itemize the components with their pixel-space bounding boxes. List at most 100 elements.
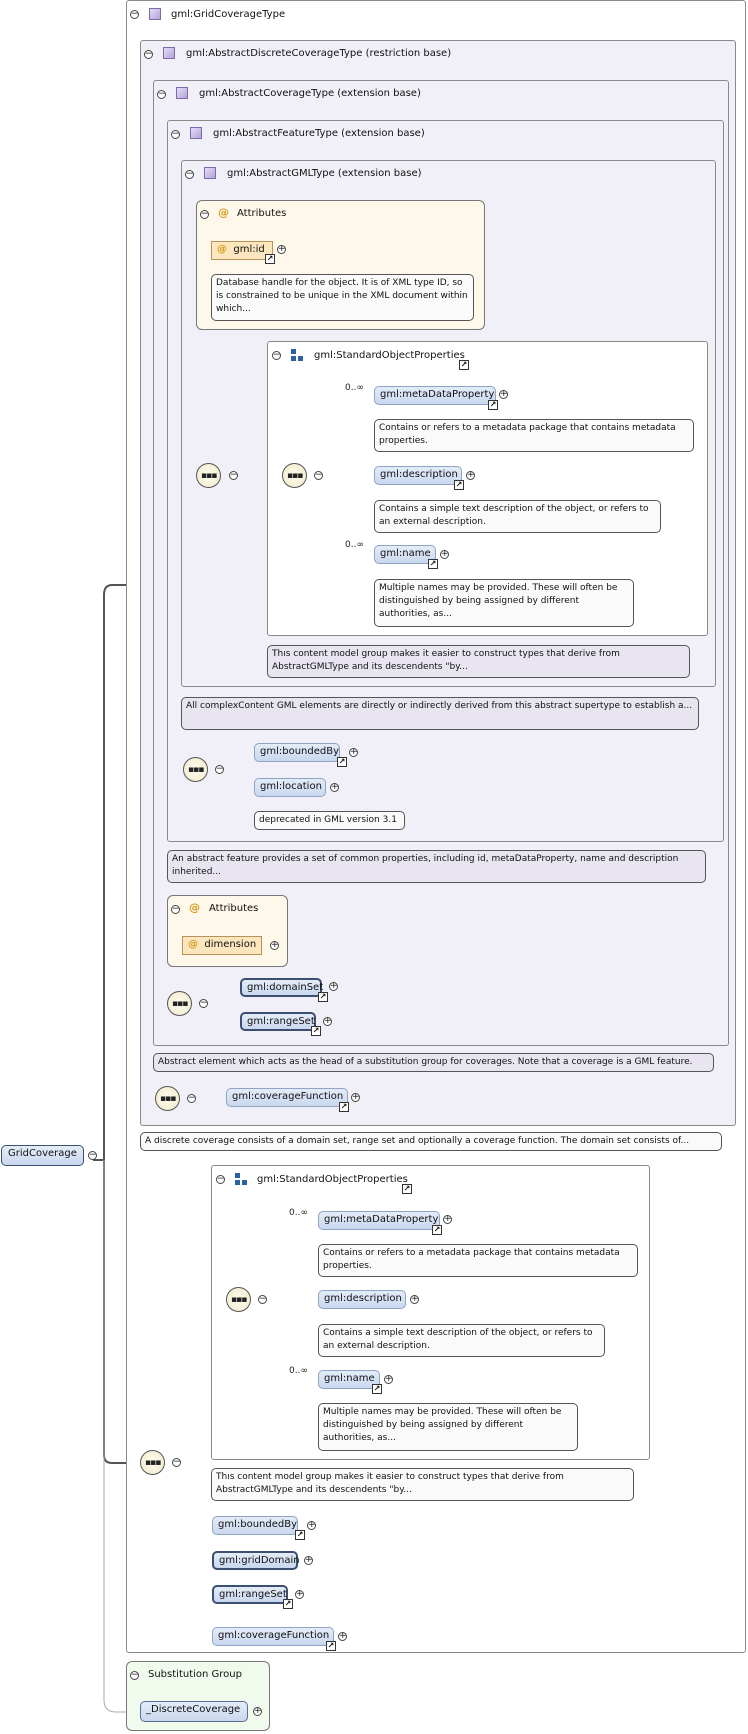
collapse-icon[interactable]: − [171, 904, 180, 914]
reference-arrow-icon[interactable]: ↗ [372, 1384, 382, 1394]
element-metaDataProperty[interactable]: gml:metaDataProperty [318, 1211, 440, 1230]
element-description[interactable]: gml:description [374, 466, 462, 485]
collapse-icon[interactable]: − [314, 470, 323, 480]
reference-arrow-icon[interactable]: ↗ [318, 992, 328, 1002]
element-metaDataProperty[interactable]: gml:metaDataProperty [374, 386, 496, 405]
reference-arrow-icon[interactable]: ↗ [339, 1102, 349, 1112]
reference-arrow-icon[interactable]: ↗ [428, 559, 438, 569]
element-name[interactable]: gml:name [318, 1370, 380, 1389]
element-boundedBy[interactable]: gml:boundedBy [212, 1516, 298, 1535]
reference-arrow-icon[interactable]: ↗ [402, 1184, 412, 1194]
collapse-icon[interactable]: − [187, 1093, 196, 1103]
element-gridDomain[interactable]: gml:gridDomain [212, 1551, 300, 1570]
collapse-icon[interactable]: − [171, 129, 180, 139]
attribute-gml-id[interactable]: @ gml:id [211, 241, 273, 260]
expand-icon[interactable]: + [338, 1631, 347, 1641]
collapse-icon[interactable]: − [144, 49, 153, 59]
reference-arrow-icon[interactable]: ↗ [326, 1641, 336, 1651]
expand-icon[interactable]: + [277, 244, 286, 254]
collapse-icon[interactable]: − [185, 169, 194, 179]
sequence-icon[interactable]: ▪▪▪ [196, 463, 221, 488]
element-description[interactable]: gml:description [318, 1290, 406, 1309]
element-coverageFunction[interactable]: gml:coverageFunction [226, 1088, 348, 1107]
element-boundedBy[interactable]: gml:boundedBy [254, 743, 340, 762]
sequence-icon[interactable]: ▪▪▪ [140, 1450, 165, 1475]
annotation-metaDataProperty: Contains or refers to a metadata package… [318, 1244, 638, 1277]
expand-icon[interactable]: + [410, 1294, 419, 1304]
collapse-icon[interactable]: − [88, 1150, 97, 1160]
reference-arrow-icon[interactable]: ↗ [488, 400, 498, 410]
annotation-gml-id: Database handle for the object. It is of… [211, 274, 474, 321]
type-title-discrete: gml:AbstractDiscreteCoverageType (restri… [186, 48, 452, 59]
reference-arrow-icon[interactable]: ↗ [459, 360, 469, 370]
element-coverageFunction[interactable]: gml:coverageFunction [212, 1627, 334, 1646]
expand-icon[interactable]: + [329, 981, 338, 991]
sequence-icon[interactable]: ▪▪▪ [282, 463, 307, 488]
collapse-icon[interactable]: − [172, 1457, 181, 1467]
attribute-icon: @ [217, 244, 227, 255]
collapse-icon[interactable]: − [272, 350, 281, 360]
annotation-location: deprecated in GML version 3.1 [254, 811, 405, 830]
reference-arrow-icon[interactable]: ↗ [265, 254, 275, 264]
expand-icon[interactable]: + [304, 1555, 313, 1565]
reference-arrow-icon[interactable]: ↗ [432, 1225, 442, 1235]
attribute-icon: @ [188, 939, 198, 950]
reference-arrow-icon[interactable]: ↗ [295, 1530, 305, 1540]
expand-icon[interactable]: + [295, 1589, 304, 1599]
collapse-icon[interactable]: − [215, 764, 224, 774]
collapse-icon[interactable]: − [229, 470, 238, 480]
attribute-icon: @ [189, 901, 200, 914]
element-rangeSet[interactable]: gml:rangeSet [240, 1012, 316, 1031]
expand-icon[interactable]: + [351, 1092, 360, 1102]
attribute-dimension[interactable]: @ dimension [182, 936, 262, 955]
expand-icon[interactable]: + [307, 1520, 316, 1530]
attribute-label: gml:id [233, 244, 265, 255]
annotation-group-sop1: This content model group makes it easier… [267, 645, 690, 678]
reference-arrow-icon[interactable]: ↗ [337, 757, 347, 767]
collapse-icon[interactable]: − [258, 1294, 267, 1304]
annotation-group-sop2: This content model group makes it easier… [211, 1468, 634, 1501]
sequence-icon[interactable]: ▪▪▪ [226, 1287, 251, 1312]
annotation-name: Multiple names may be provided. These wi… [318, 1403, 578, 1451]
attributes-title: Attributes [209, 903, 259, 914]
expand-icon[interactable]: + [270, 940, 279, 950]
attribute-icon: @ [218, 206, 229, 219]
element-location[interactable]: gml:location [254, 778, 326, 797]
collapse-icon[interactable]: − [157, 89, 166, 99]
complex-type-icon [176, 87, 188, 99]
expand-icon[interactable]: + [466, 470, 475, 480]
attributes-box [167, 895, 288, 967]
sequence-icon[interactable]: ▪▪▪ [155, 1086, 180, 1111]
expand-icon[interactable]: + [253, 1706, 262, 1716]
annotation-name: Multiple names may be provided. These wi… [374, 579, 634, 627]
element-rangeSet[interactable]: gml:rangeSet [212, 1585, 288, 1604]
annotation-discrete: A discrete coverage consists of a domain… [140, 1132, 722, 1151]
collapse-icon[interactable]: − [199, 998, 208, 1008]
group-title-sop1: gml:StandardObjectProperties [314, 350, 465, 361]
element-discrete-coverage[interactable]: _DiscreteCoverage [140, 1701, 248, 1722]
annotation-feature: An abstract feature provides a set of co… [167, 850, 706, 883]
element-domainSet[interactable]: gml:domainSet [240, 978, 323, 997]
reference-arrow-icon[interactable]: ↗ [283, 1599, 293, 1609]
reference-arrow-icon[interactable]: ↗ [311, 1026, 321, 1036]
expand-icon[interactable]: + [384, 1374, 393, 1384]
expand-icon[interactable]: + [330, 782, 339, 792]
element-name[interactable]: gml:name [374, 545, 436, 564]
attribute-label: dimension [204, 939, 257, 950]
expand-icon[interactable]: + [499, 389, 508, 399]
collapse-icon[interactable]: − [130, 9, 139, 19]
root-element-grid-coverage[interactable]: GridCoverage [1, 1145, 84, 1166]
annotation-gml-type: All complexContent GML elements are dire… [181, 697, 699, 730]
complex-type-icon [149, 8, 161, 20]
expand-icon[interactable]: + [440, 549, 449, 559]
reference-arrow-icon[interactable]: ↗ [454, 480, 464, 490]
collapse-icon[interactable]: − [130, 1670, 139, 1680]
expand-icon[interactable]: + [349, 747, 358, 757]
expand-icon[interactable]: + [443, 1214, 452, 1224]
collapse-icon[interactable]: − [216, 1174, 225, 1184]
sequence-icon[interactable]: ▪▪▪ [167, 991, 192, 1016]
collapse-icon[interactable]: − [200, 209, 209, 219]
annotation-description: Contains a simple text description of th… [374, 500, 661, 533]
expand-icon[interactable]: + [323, 1016, 332, 1026]
sequence-icon[interactable]: ▪▪▪ [183, 757, 208, 782]
